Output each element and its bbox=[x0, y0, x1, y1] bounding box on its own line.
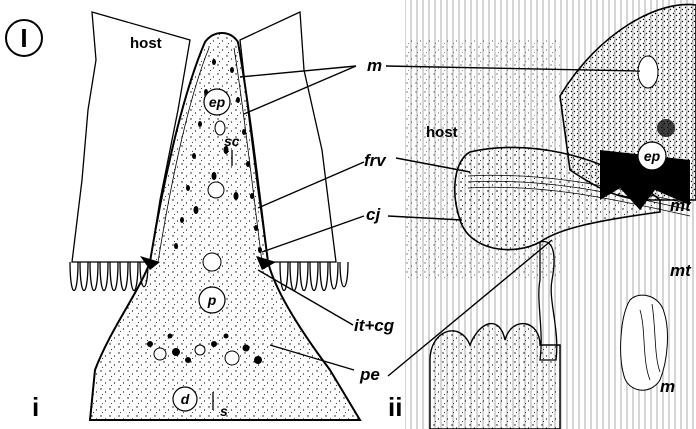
ep-label-ii: ep bbox=[644, 148, 661, 164]
ep-label-i: ep bbox=[209, 94, 226, 110]
m-label-ii: m bbox=[660, 377, 675, 396]
dark-granule-ii bbox=[657, 119, 675, 137]
figure-label: I bbox=[20, 23, 27, 53]
mt-label-lower: mt bbox=[670, 261, 692, 280]
host-label-i: host bbox=[130, 35, 162, 52]
s-label: s bbox=[220, 403, 228, 419]
microvilli-right bbox=[280, 262, 348, 291]
host-label-ii: host bbox=[426, 124, 458, 141]
panel-label-i: i bbox=[32, 392, 39, 422]
sc-label: sc bbox=[224, 133, 240, 149]
microvilli-left bbox=[70, 262, 148, 291]
mt-label-upper: mt bbox=[670, 196, 692, 215]
callout-cj: cj bbox=[366, 205, 381, 224]
callout-frv: frv bbox=[364, 151, 387, 170]
d-label: d bbox=[181, 391, 190, 407]
panel-label-ii: ii bbox=[388, 392, 402, 422]
callout-it-cg: it+cg bbox=[354, 316, 395, 335]
p-label: p bbox=[207, 292, 217, 308]
panel-ii-drawing: ep host mt mt m bbox=[405, 0, 696, 429]
callout-m: m bbox=[367, 56, 382, 75]
callout-pe: pe bbox=[359, 365, 380, 384]
